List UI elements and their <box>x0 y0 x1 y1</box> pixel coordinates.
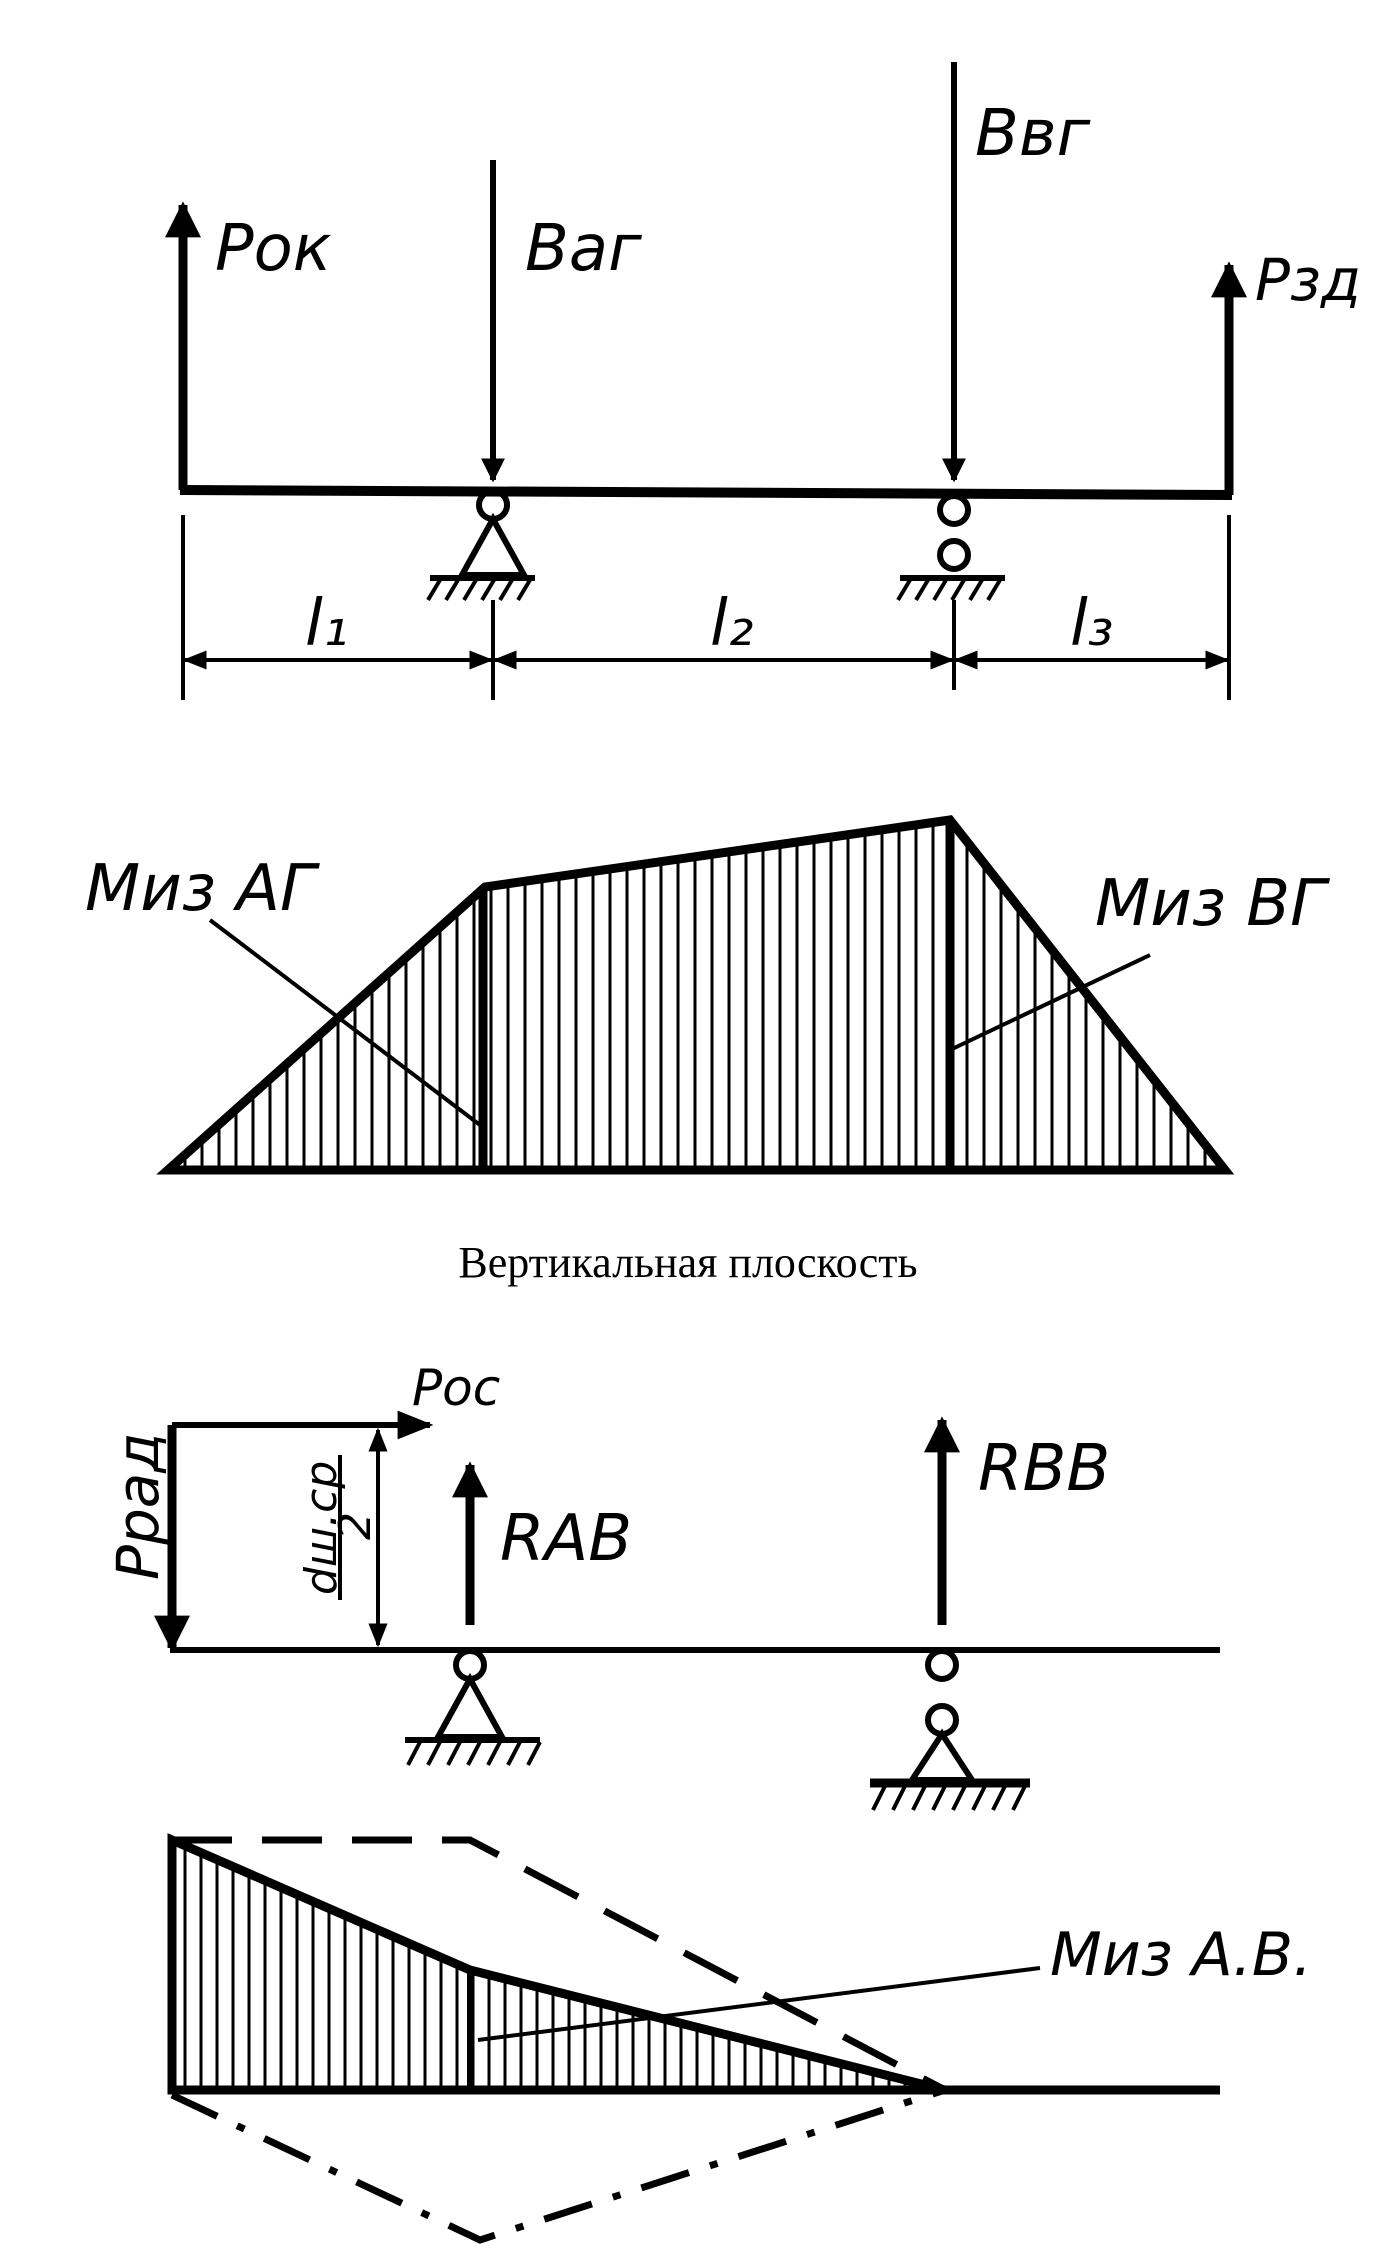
span-l3-label: l₃ <box>1070 587 1113 661</box>
span-l1-label: l₁ <box>305 587 348 661</box>
p-ok-label: Pок <box>215 212 332 286</box>
diameter-divisor: 2 <box>330 1512 381 1540</box>
horizontal-beam <box>179 485 1233 500</box>
span-l2-label: l₂ <box>710 587 753 661</box>
horizontal-beam-scheme: Pок Bаг Bвг Pзд <box>165 62 1361 700</box>
span-dimensions <box>181 515 1231 700</box>
moment-av-label: Mиз А.В. <box>1050 1920 1312 1990</box>
vertical-moment-diagram: Mиз А.В. <box>167 1833 1312 2244</box>
moment-envelope-upper <box>172 1836 947 2094</box>
vertical-beam-scheme: Pос Pрад dш.ср 2 RАВ RВВ <box>104 1359 1220 1811</box>
horizontal-moment-diagram: Mиз АГ Mиз ВГ <box>85 815 1330 1175</box>
p-rad-label: Pрад <box>104 1433 172 1580</box>
b-vg-label: Bвг <box>975 97 1091 171</box>
moment-ag-label: Mиз АГ <box>85 852 320 926</box>
p-os-label: Pос <box>412 1359 500 1417</box>
moment-envelope-lower <box>170 2086 947 2244</box>
support-a-pinned <box>426 488 535 602</box>
p-zd-label: Pзд <box>1255 246 1361 314</box>
moment-vg-label: Mиз ВГ <box>1095 867 1330 941</box>
support-b-roller <box>896 493 1005 602</box>
r-av-label: RАВ <box>500 1502 632 1576</box>
moment-av-leader <box>477 1966 1041 2042</box>
r-bv-label: RВВ <box>978 1432 1110 1506</box>
support-a-vertical <box>405 1648 542 1766</box>
horizontal-moment-hatching <box>183 820 1207 1170</box>
moment-vg-leader <box>949 953 1151 1052</box>
moment-ag-leader <box>208 918 482 1127</box>
b-ag-label: Bаг <box>525 212 642 286</box>
support-b-vertical <box>870 1648 1030 1811</box>
vertical-plane-caption: Вертикальная плоскость <box>458 1238 917 1287</box>
